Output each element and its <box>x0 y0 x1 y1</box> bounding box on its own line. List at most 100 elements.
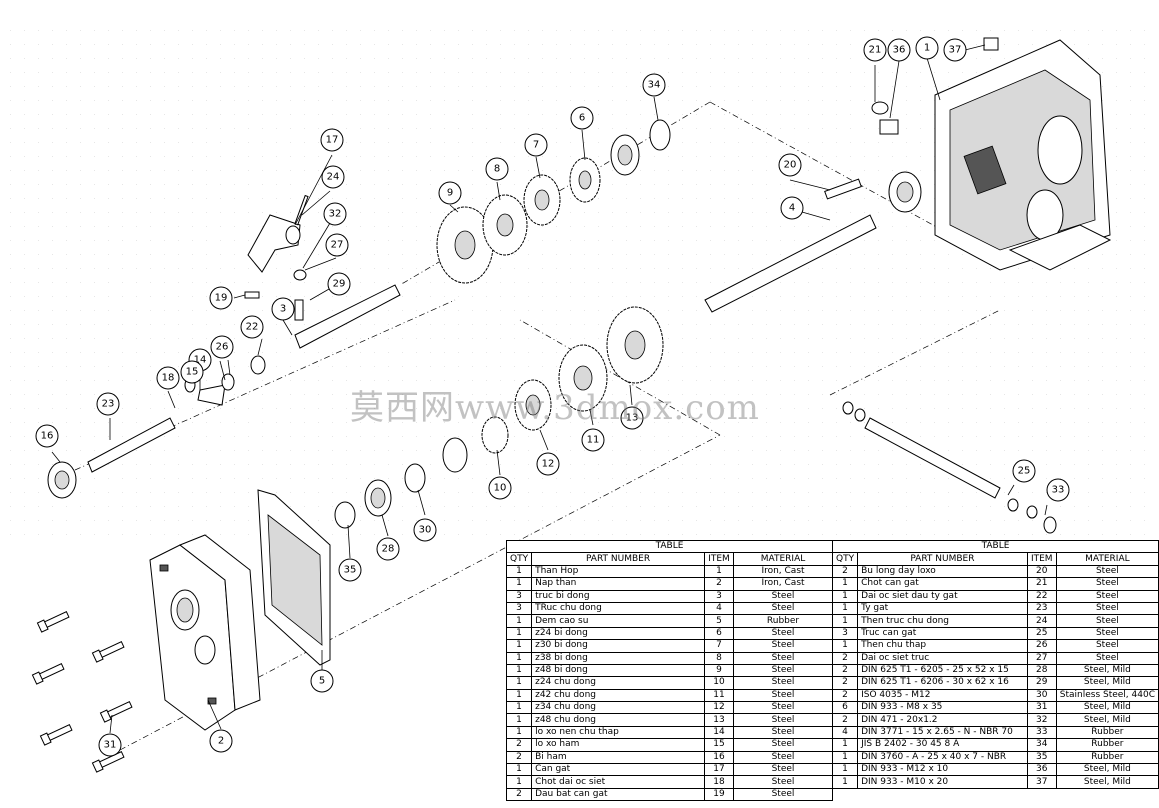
cell-qty: 1 <box>505 676 533 690</box>
cell-material: Steel <box>733 651 833 665</box>
cell-part-number: Chot can gat <box>857 577 1028 591</box>
callout-label: 1 <box>924 43 930 54</box>
cell-material: Steel <box>1055 564 1159 579</box>
lower-gear-parts <box>334 306 664 529</box>
cell-item: 1 <box>704 564 734 579</box>
cell-material: Steel <box>1055 651 1159 665</box>
cell-item: 20 <box>1026 564 1057 579</box>
cell-item: 17 <box>704 763 734 777</box>
callout-circle <box>98 733 122 757</box>
cell-qty: 1 <box>505 763 533 777</box>
callout-label: 10 <box>494 483 507 494</box>
callout-22: 22 <box>240 315 264 339</box>
cell-part-number: z24 bi dong <box>531 626 705 641</box>
callout-circle <box>524 133 548 157</box>
callout-label: 34 <box>648 80 661 91</box>
cell-qty: 2 <box>505 750 533 765</box>
cell-item: 8 <box>704 651 734 665</box>
callout-label: 8 <box>494 164 500 175</box>
cell-item: 2 <box>704 577 734 591</box>
callout-10: 10 <box>488 476 512 500</box>
cell-item: 35 <box>1026 750 1057 765</box>
cell-material: Steel <box>733 738 833 752</box>
cell-item: 22 <box>1026 589 1057 603</box>
cell-material: Steel <box>1055 614 1159 628</box>
cell-material: Steel <box>1055 639 1159 653</box>
cell-material: Steel <box>733 763 833 777</box>
cell-part-number: DIN 933 - M10 x 20 <box>857 775 1028 789</box>
cell-item: 10 <box>704 676 734 690</box>
cell-part-number: lo xo ham <box>531 738 705 752</box>
callout-37: 37 <box>943 38 967 62</box>
cell-item: 27 <box>1026 651 1057 665</box>
callout-circle <box>438 181 462 205</box>
cell-material: Steel <box>1055 589 1159 603</box>
callout-circle <box>180 360 204 384</box>
callout-label: 3 <box>280 304 286 315</box>
table-caption: TABLE <box>506 539 833 554</box>
cell-qty: 1 <box>505 663 533 678</box>
cell-item: 19 <box>704 787 734 802</box>
cell-qty: 1 <box>831 577 859 591</box>
cell-item: 24 <box>1026 614 1057 628</box>
callout-label: 17 <box>326 135 339 146</box>
cell-part-number: z38 bi dong <box>531 651 705 665</box>
cell-qty: 2 <box>831 688 859 703</box>
cell-item: 13 <box>704 713 734 727</box>
cell-material: Steel <box>733 601 833 616</box>
callout-15: 15 <box>180 360 204 384</box>
callout-label: 15 <box>186 367 199 378</box>
callout-label: 21 <box>869 45 882 56</box>
shift-fork-parts <box>184 194 1057 534</box>
cell-part-number: DIN 625 T1 - 6206 - 30 x 62 x 16 <box>857 676 1028 690</box>
callout-label: 2 <box>218 736 224 747</box>
cell-item: 3 <box>704 589 734 603</box>
cell-qty: 1 <box>831 601 859 616</box>
cell-material: Steel <box>733 713 833 727</box>
cell-item: 33 <box>1026 725 1057 740</box>
cell-item: 31 <box>1026 701 1057 715</box>
callout-32: 32 <box>323 202 347 226</box>
callout-circle <box>209 286 233 310</box>
cell-qty: 2 <box>831 676 859 690</box>
callout-label: 23 <box>102 399 115 410</box>
cell-material: Steel, Mild <box>1055 663 1159 678</box>
cell-item: 16 <box>704 750 734 765</box>
cell-item: 32 <box>1026 713 1057 727</box>
callout-23: 23 <box>96 392 120 416</box>
callout-label: 12 <box>542 459 555 470</box>
callout-label: 5 <box>319 676 325 687</box>
callout-label: 35 <box>344 565 357 576</box>
callout-label: 18 <box>162 373 175 384</box>
callout-circle <box>35 424 59 448</box>
cell-item: 5 <box>704 614 734 628</box>
callout-label: 36 <box>893 45 906 56</box>
callout-label: 7 <box>533 140 539 151</box>
cell-material: Iron, Cast <box>733 577 833 591</box>
callout-label: 13 <box>626 413 639 424</box>
callout-circle <box>887 38 911 62</box>
cell-item: 36 <box>1026 763 1057 777</box>
cell-item: 7 <box>704 639 734 653</box>
callout-label: 32 <box>329 209 342 220</box>
cell-material: Steel <box>733 663 833 678</box>
callout-circle <box>778 153 802 177</box>
cell-item: 6 <box>704 626 734 641</box>
cell-item: 21 <box>1026 577 1057 591</box>
callout-label: 37 <box>949 45 962 56</box>
cell-material: Rubber <box>1055 750 1159 765</box>
callout-label: 11 <box>587 435 600 446</box>
